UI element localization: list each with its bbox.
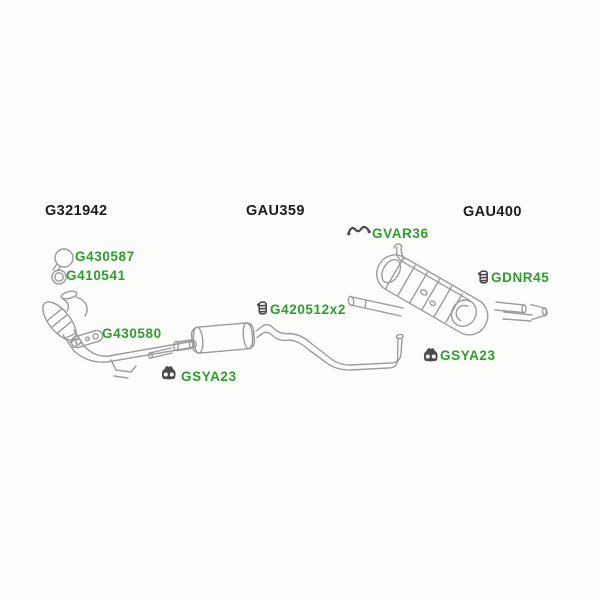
flange-gasket-drawing: [70, 329, 104, 349]
rubber-hanger-icon: [161, 366, 176, 380]
rear-muffler-drawing: [347, 243, 548, 336]
part-link-g420512x2[interactable]: G420512x2: [270, 302, 346, 317]
part-link-g430587[interactable]: G430587: [75, 249, 135, 264]
part-link-gvar36[interactable]: GVAR36: [372, 226, 429, 241]
part-link-gsya23-rear[interactable]: GSYA23: [440, 348, 496, 363]
part-link-gsya23-middle[interactable]: GSYA23: [181, 369, 237, 384]
part-link-g410541[interactable]: G410541: [66, 268, 126, 283]
gasket-ring-icon: [51, 269, 67, 285]
rubber-strap-icon: [347, 225, 371, 236]
part-link-gdnr45[interactable]: GDNR45: [491, 270, 550, 285]
section-label-middle: GAU359: [246, 203, 305, 219]
section-label-rear: GAU400: [463, 204, 522, 220]
middle-muffler-drawing: [147, 322, 404, 371]
rubber-hanger-icon: [423, 348, 438, 362]
clamp-icon: [257, 301, 268, 315]
section-label-front: G321942: [45, 203, 108, 219]
part-link-g430580[interactable]: G430580: [102, 326, 162, 341]
clamp-icon: [478, 270, 489, 284]
